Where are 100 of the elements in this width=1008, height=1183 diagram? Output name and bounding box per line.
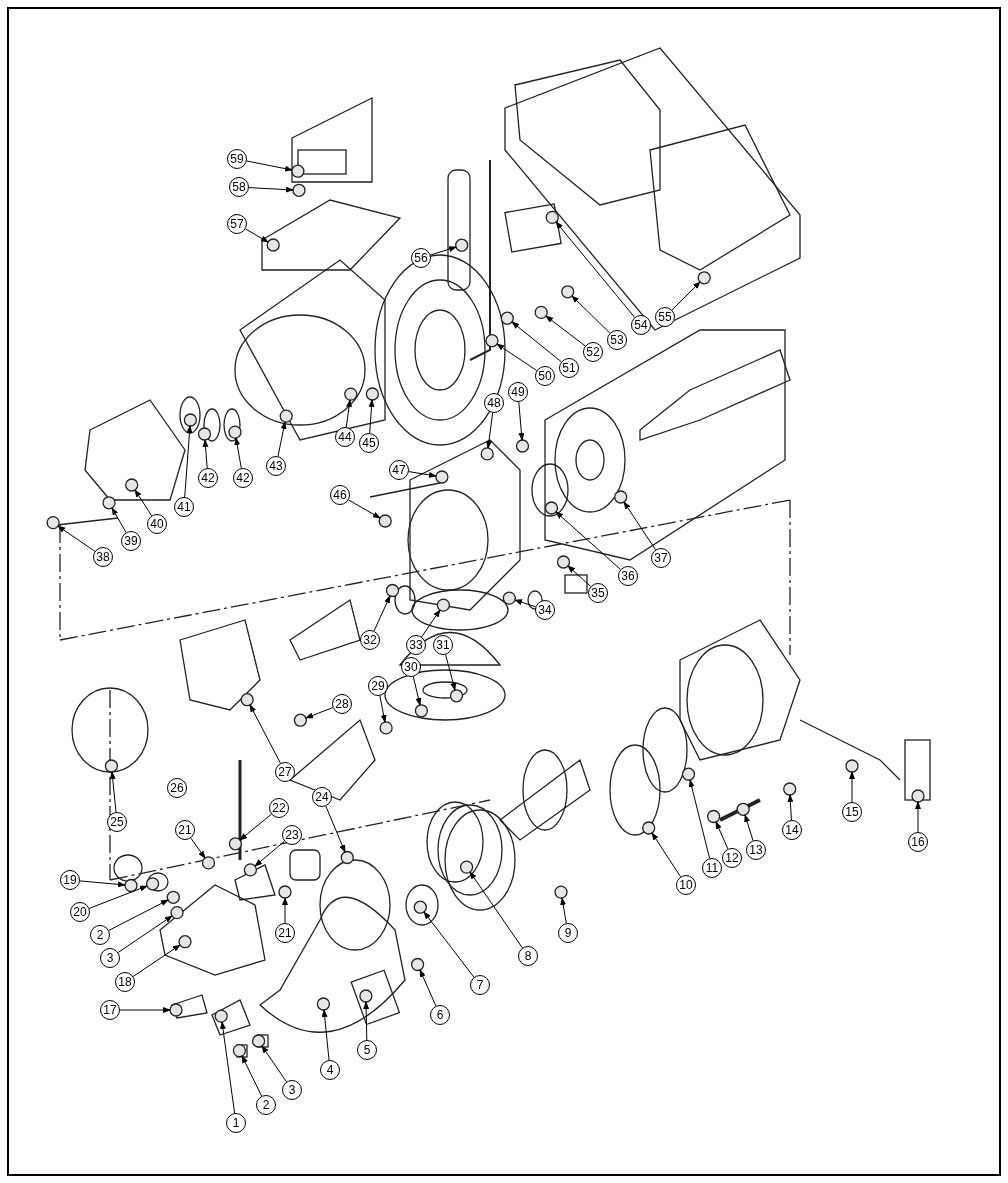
leader-line [567,565,592,587]
callout-number: 45 [359,433,379,453]
callout-number: 54 [631,315,651,335]
callout-number: 6 [430,1005,450,1025]
leader-line [234,437,242,469]
callout-number: 46 [330,485,350,505]
leader-line [518,401,525,441]
leader-line [202,439,209,469]
leader-line [249,704,281,764]
callout-number: 27 [275,762,295,782]
callout-number: 40 [147,514,167,534]
leader-line [117,915,173,953]
callout-number: 56 [411,248,431,268]
callout-number: 4 [320,1060,340,1080]
callout-number: 16 [908,832,928,852]
callout-number: 9 [558,923,578,943]
leader-line [57,525,96,552]
callout-number: 21 [275,923,295,943]
callout-number: 13 [746,840,766,860]
leader-line [239,813,272,841]
callout-number: 14 [782,820,802,840]
callout-number: 26 [167,778,187,798]
callout-number: 24 [312,787,332,807]
leader-line [445,654,457,691]
leader-line [715,821,729,850]
leader-line [571,295,611,334]
callout-number: 12 [722,848,742,868]
leader-line [132,944,181,977]
callout-number: 41 [174,497,194,517]
leader-line [651,832,681,878]
leader-line [363,1001,370,1041]
leader-line [560,897,567,924]
leader-line [348,499,381,519]
callout-number: 31 [433,635,453,655]
leader-line [408,471,437,478]
callout-number: 47 [389,460,409,480]
callout-number: 48 [484,393,504,413]
callout-number: 20 [70,902,90,922]
callout-number: 49 [508,382,528,402]
callout-number: 38 [93,547,113,567]
leader-line [744,814,754,841]
callout-number: 57 [227,214,247,234]
callout-number: 22 [269,798,289,818]
leader-line [915,801,921,833]
leader-line [248,186,294,193]
callout-number: 36 [618,566,638,586]
callout-number: 42 [233,468,253,488]
callout-number: 7 [470,975,490,995]
callout-number: 2 [90,925,110,945]
leader-line [368,399,375,434]
leader-line [373,595,391,632]
callout-number: 10 [676,875,696,895]
leader-line [345,399,353,428]
leader-line [111,507,127,533]
callout-number: 59 [227,149,247,169]
leader-line [419,969,437,1007]
callout-number: 34 [535,600,555,620]
callout-number: 35 [588,583,608,603]
callout-number: 44 [335,427,355,447]
leader-line [787,794,794,821]
leader-line [261,1045,287,1083]
callout-number: 50 [535,366,555,386]
callout-number: 2 [256,1095,276,1115]
callout-number: 8 [518,946,538,966]
callout-number: 17 [100,1000,120,1020]
callout-number: 5 [357,1040,377,1060]
callout-number: 25 [107,812,127,832]
callout-number: 58 [229,177,249,197]
callout-number: 30 [401,657,421,677]
leader-line [623,501,656,551]
leader-line [555,511,621,570]
callout-number: 21 [175,820,195,840]
leader-line [108,899,169,931]
leader-line [190,837,206,859]
leader-line [545,315,586,347]
callout-number: 19 [60,870,80,890]
callout-number: 32 [360,630,380,650]
leader-line [119,1007,171,1013]
leader-line [134,489,153,517]
leader-line [246,160,293,172]
callout-number: 11 [702,858,722,878]
callout-number: 18 [115,972,135,992]
callout-number: 53 [607,330,627,350]
leader-line [496,343,538,371]
leader-line [688,779,711,859]
leader-line [254,840,285,867]
leader-line [184,425,193,498]
callout-number: 39 [121,531,141,551]
leader-line [671,281,701,311]
callout-number: 3 [100,948,120,968]
leader-line [79,880,126,888]
callout-number: 52 [583,342,603,362]
leader-line [412,676,422,706]
callout-number: 51 [559,358,579,378]
leader-line [245,228,269,243]
leader-line [849,771,855,803]
leader-line [514,599,536,608]
leader-line [469,871,523,949]
callout-number: 15 [842,802,862,822]
leader-line [305,707,334,719]
